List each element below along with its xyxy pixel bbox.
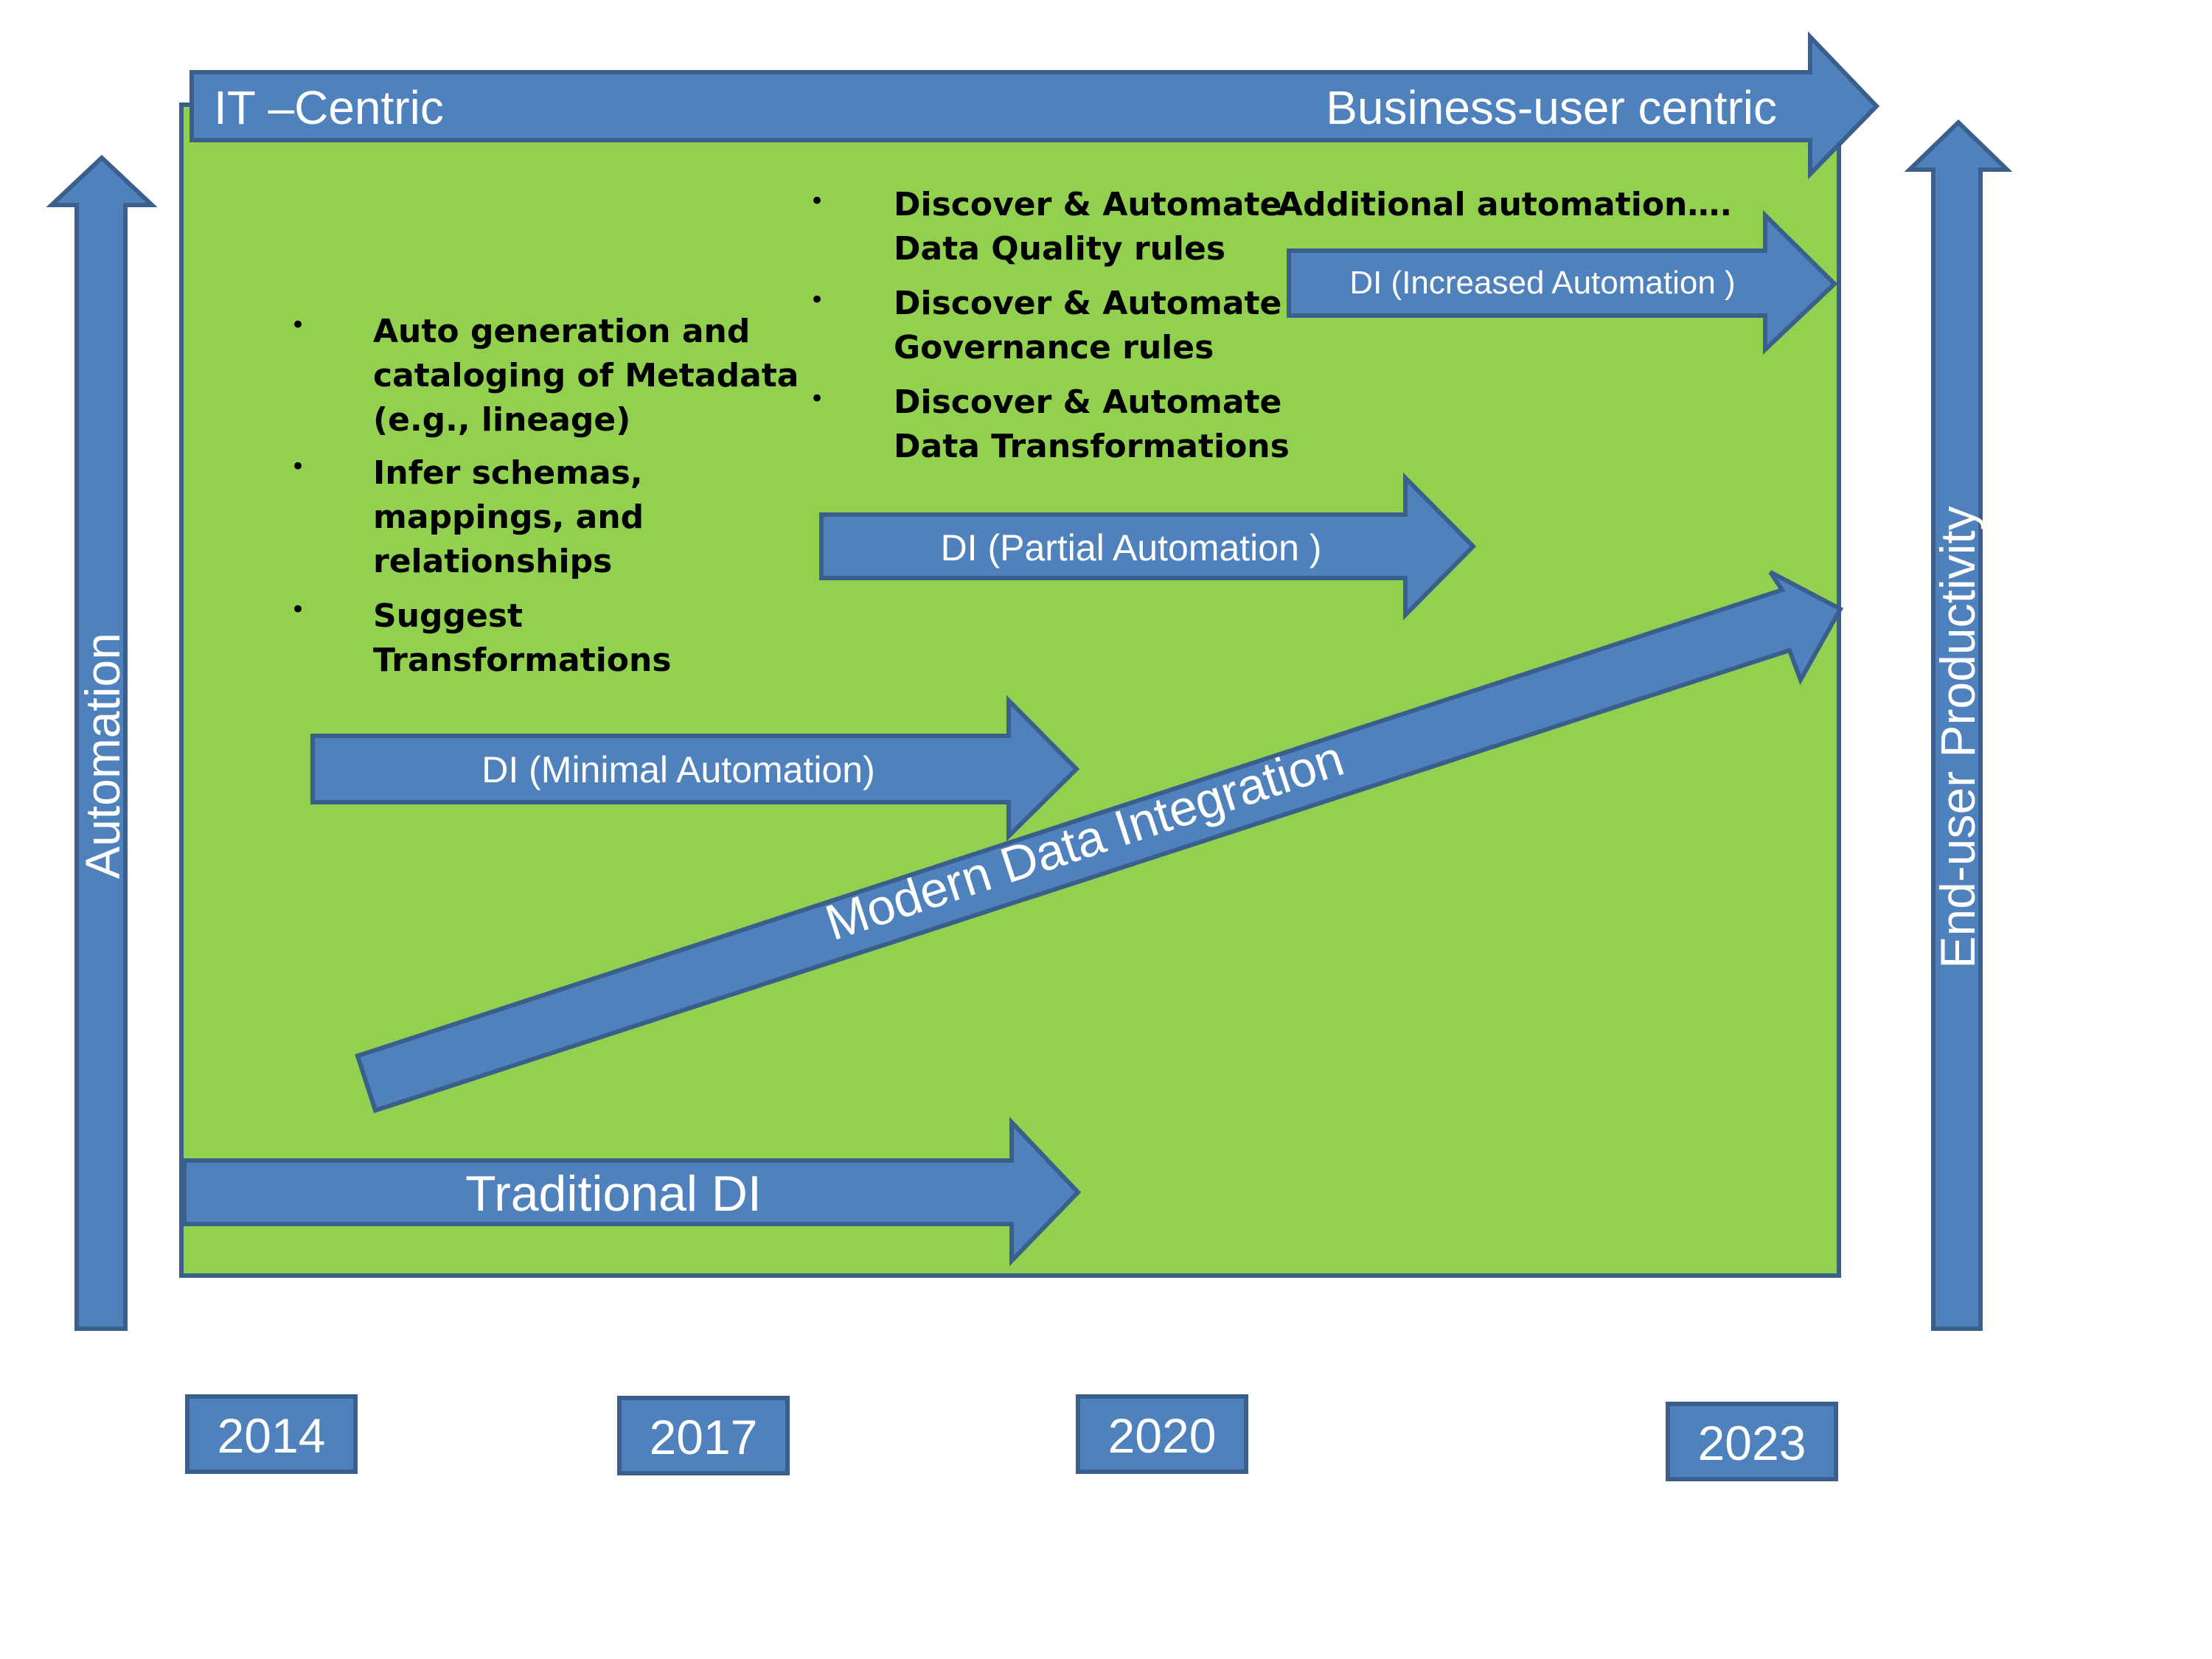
year-box-frame xyxy=(185,1394,358,1474)
bullet-line: Transformations xyxy=(373,641,672,679)
traditional-di-label: Traditional DI xyxy=(465,1166,762,1222)
bullet-dot: • xyxy=(810,187,824,216)
bullet-line: Infer schemas, xyxy=(373,454,643,492)
bullet-line: Discover & Automate xyxy=(894,186,1281,223)
year-box-2017: 2017 xyxy=(617,1396,790,1475)
bullet-dot: • xyxy=(291,310,305,340)
bullet-dot: • xyxy=(810,384,824,414)
year-box-frame xyxy=(617,1396,790,1475)
increased-automation-arrow xyxy=(1287,209,1838,355)
year-box-2014: 2014 xyxy=(185,1394,358,1474)
bullet-line: Data Transformations xyxy=(894,428,1290,465)
minimal-automation-arrow xyxy=(310,695,1080,842)
year-label: 2020 xyxy=(1108,1408,1217,1463)
additional-automation-note: Additional automation…. xyxy=(1278,186,1732,223)
minimal-bullets: • Auto generation and cataloging of Meta… xyxy=(291,310,799,679)
year-label: 2023 xyxy=(1698,1416,1806,1470)
modern-data-integration-arrow xyxy=(355,570,1844,1113)
year-box-2023: 2023 xyxy=(1666,1402,1838,1481)
traditional-di-arrow xyxy=(182,1116,1082,1267)
bullet-line: Data Quality rules xyxy=(894,230,1225,268)
bullet-dot: • xyxy=(291,452,305,481)
bullet-line: cataloging of Metadata xyxy=(373,357,799,394)
bullet-line: Discover & Automate xyxy=(894,285,1281,322)
year-box-frame xyxy=(1666,1402,1838,1481)
partial-automation-label: DI (Partial Automation ) xyxy=(941,527,1322,568)
productivity-axis-label: End-user Productivity xyxy=(1930,506,1985,968)
year-label: 2014 xyxy=(218,1408,326,1463)
partial-bullets: • Discover & Automate Data Quality rules… xyxy=(810,186,1290,465)
bullet-line: Discover & Automate xyxy=(894,383,1281,421)
bullet-line: Governance rules xyxy=(894,329,1214,366)
top-arrow xyxy=(189,31,1880,180)
minimal-automation-label: DI (Minimal Automation) xyxy=(481,749,875,790)
bullet-line: Auto generation and xyxy=(373,313,750,350)
automation-axis-arrow xyxy=(46,154,158,1331)
bullet-line: Suggest xyxy=(373,597,523,635)
productivity-axis-arrow xyxy=(1904,119,2013,1331)
bullet-line: relationships xyxy=(373,543,612,580)
partial-automation-arrow xyxy=(819,472,1477,621)
bullet-line: (e.g., lineage) xyxy=(373,401,630,439)
bullet-dot: • xyxy=(291,595,305,625)
year-box-frame xyxy=(1076,1394,1248,1474)
top-arrow-left-label: IT –Centric xyxy=(214,81,444,134)
automation-axis-label: Automation xyxy=(75,633,130,879)
bullet-dot: • xyxy=(810,285,824,315)
year-label: 2017 xyxy=(650,1410,758,1464)
bullet-line: mappings, and xyxy=(373,498,644,536)
top-arrow-right-label: Business-user centric xyxy=(1326,81,1777,134)
year-box-2020: 2020 xyxy=(1076,1394,1248,1474)
increased-automation-label: DI (Increased Automation ) xyxy=(1349,265,1735,301)
